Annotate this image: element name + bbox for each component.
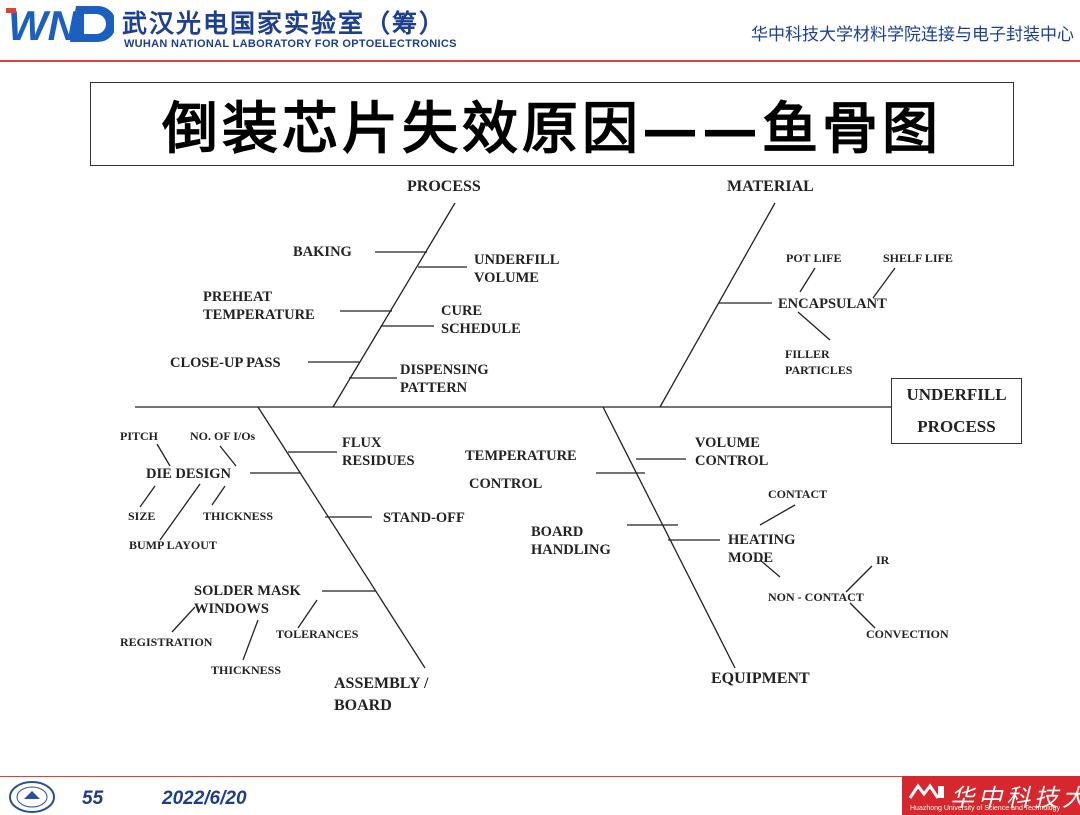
bone-assembly [257, 406, 426, 669]
sub-pot-life [799, 267, 816, 293]
cause-close-up-pass: CLOSE-UP PASS [170, 355, 281, 371]
sub-filler [797, 311, 831, 341]
cause-ir: IR [876, 553, 890, 567]
slide-date: 2022/6/20 [162, 788, 247, 809]
bone-material [659, 202, 776, 408]
cause-thickness-die: THICKNESS [203, 509, 274, 523]
slide-title: 倒装芯片失效原因——鱼骨图 [162, 95, 942, 162]
sub-thickness-mask [242, 619, 259, 661]
sub-registration [171, 606, 196, 633]
university-name-en: Huazhong University of Science and Techn… [910, 805, 1061, 812]
cause-pot-life: POT LIFE [786, 251, 842, 265]
cause-convection: CONVECTION [866, 627, 949, 641]
effect-box: UNDERFILL PROCESS [891, 378, 1022, 444]
lab-name-cn: 武汉光电国家实验室（筹） [122, 9, 447, 38]
cause-size: SIZE [128, 509, 156, 523]
effect-line-1: UNDERFILL [906, 385, 1007, 404]
cause-die-design: DIE DESIGN [146, 466, 232, 482]
university-badge: 华中科技大学 Huazhong University of Science an… [902, 776, 1080, 815]
sub-no-of-ios [219, 445, 237, 467]
page-number: 55 [82, 788, 104, 809]
bone-equipment [602, 406, 736, 669]
category-material: MATERIAL [727, 178, 814, 195]
wnlo-logo: WN [6, 2, 114, 46]
category-process: PROCESS [407, 178, 481, 195]
sub-convection [849, 602, 876, 629]
sub-size [139, 485, 156, 508]
cause-pitch: PITCH [120, 429, 159, 443]
hust-logo-icon [908, 783, 944, 799]
category-equipment: EQUIPMENT [711, 670, 810, 687]
sub-contact [759, 504, 796, 526]
cause-thickness-mask: THICKNESS [211, 663, 282, 677]
effect-line-2: PROCESS [917, 417, 996, 436]
header-divider [0, 60, 1080, 62]
sub-ir [845, 565, 873, 593]
sub-thickness-die [211, 485, 226, 506]
cause-bump-layout: BUMP LAYOUT [129, 538, 217, 552]
cause-baking: BAKING [293, 244, 352, 260]
footer-divider [0, 776, 1080, 777]
university-name-cn: 华中科技大学 [950, 784, 1080, 812]
category-assembly-board: ASSEMBLY /BOARD [334, 675, 429, 714]
sub-non-contact [759, 559, 781, 578]
cause-no-of-ios: NO. OF I/Os [190, 429, 256, 443]
lab-name-en: WUHAN NATIONAL LABORATORY FOR OPTOELECTR… [124, 38, 457, 50]
cause-contact: CONTACT [768, 487, 828, 501]
bone-process [332, 202, 456, 408]
cause-registration: REGISTRATION [120, 635, 213, 649]
sub-shelf-life [872, 267, 896, 299]
cause-non-contact: NON - CONTACT [768, 590, 864, 604]
sub-tolerances [297, 599, 318, 629]
svg-text:WN: WN [8, 2, 80, 46]
cause-shelf-life: SHELF LIFE [883, 251, 953, 265]
organization-name: 华中科技大学材料学院连接与电子封装中心 [751, 25, 1074, 45]
sub-bump [159, 483, 201, 541]
sub-pitch [156, 443, 171, 467]
university-seal-icon [9, 781, 55, 813]
cause-stand-off: STAND-OFF [383, 510, 465, 526]
cause-tolerances: TOLERANCES [276, 627, 359, 641]
cause-encapsulant: ENCAPSULANT [778, 296, 887, 312]
title-box: 倒装芯片失效原因——鱼骨图 [90, 82, 1014, 166]
